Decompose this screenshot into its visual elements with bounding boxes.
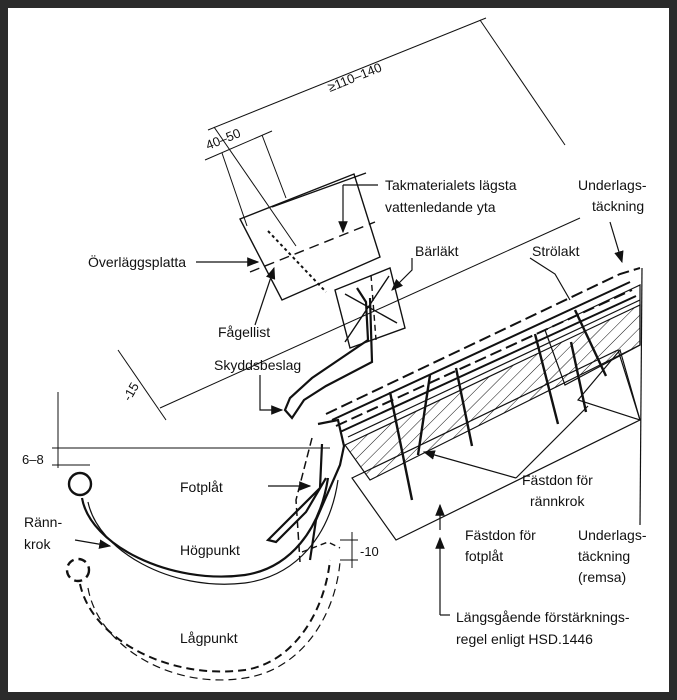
label-fastdon-rannkrok-1: Fästdon för xyxy=(522,472,593,488)
underlag-strip xyxy=(544,284,641,386)
fotplat-dashed xyxy=(295,437,313,563)
dimension-10 xyxy=(340,532,358,568)
dimension-40-50 xyxy=(204,130,287,227)
label-fotplat: Fotplåt xyxy=(180,479,223,495)
label-underlag-remsa-3: (remsa) xyxy=(578,569,626,585)
dimension-15 xyxy=(117,349,167,421)
label-fagellist: Fågellist xyxy=(218,324,270,340)
label-takmaterial-2: vattenledande yta xyxy=(385,199,496,215)
label-underlag-remsa-1: Underlags- xyxy=(578,527,647,543)
label-underlag-remsa-2: täckning xyxy=(578,548,630,564)
skyddsbeslag-flashing xyxy=(283,287,374,420)
dimension-6-8 xyxy=(52,392,330,468)
fagellist-line xyxy=(267,230,327,293)
label-langsgaende-1: Längsgående förstärknings- xyxy=(456,609,630,625)
label-lagpunkt: Lågpunkt xyxy=(180,630,238,646)
label-underlag-1: Underlags- xyxy=(578,177,647,193)
label-rannkrok-1: Ränn- xyxy=(24,514,62,530)
leader-lines xyxy=(74,184,643,615)
lowest-water-surface-line xyxy=(249,221,376,273)
label-fastdon-fotplat-2: fotplåt xyxy=(465,548,503,564)
label-fastdon-fotplat-1: Fästdon för xyxy=(465,527,536,543)
label-strolakt: Strölakt xyxy=(532,243,580,259)
fotplat-line xyxy=(308,418,346,561)
fasteners xyxy=(388,309,608,501)
label-fastdon-rannkrok-2: rännkrok xyxy=(530,493,585,509)
gutter-hook-dashed xyxy=(301,541,341,553)
fotplat-tab xyxy=(265,443,327,544)
dim-overlap-label: ≥110–140 xyxy=(326,60,384,95)
label-langsgaende-2: regel enligt HSD.1446 xyxy=(456,631,593,647)
drawing-frame: ≥110–140 40–50 -15 xyxy=(8,8,669,692)
label-barlakt: Bärläkt xyxy=(415,243,459,259)
label-underlag-2: täckning xyxy=(592,198,644,214)
dim-15-label: -15 xyxy=(120,380,142,404)
dimension-overlap xyxy=(207,17,566,247)
roof-covering-layers xyxy=(325,267,641,438)
label-skyddsbeslag: Skyddsbeslag xyxy=(214,357,301,373)
label-overlaggsplatta: Överläggsplatta xyxy=(88,253,186,270)
dim-10-label: -10 xyxy=(360,544,379,559)
dim-6-8-label: 6–8 xyxy=(22,452,44,467)
plank-corner xyxy=(576,348,641,421)
label-rannkrok-2: krok xyxy=(24,536,51,552)
gutter-lagpunkt xyxy=(65,557,341,681)
roof-eave-detail-diagram: ≥110–140 40–50 -15 xyxy=(22,17,647,681)
label-takmaterial-1: Takmaterialets lägsta xyxy=(385,177,517,193)
label-hogpunkt: Högpunkt xyxy=(180,542,240,558)
